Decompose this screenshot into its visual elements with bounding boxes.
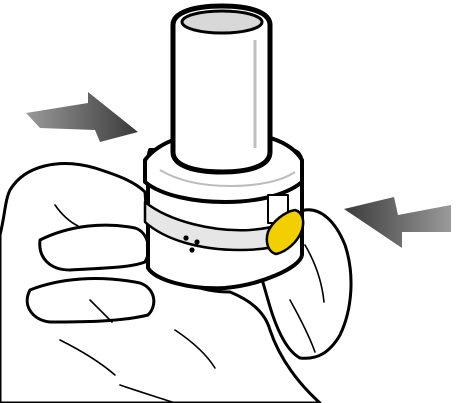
index-finger [40,225,149,270]
indicator-dot [183,235,188,240]
indicator-dot [189,247,194,252]
mouthpiece-opening [182,11,262,33]
inhaler [145,6,303,288]
arrow-left-icon [26,92,138,142]
arrow-right-icon [344,197,451,248]
indicator-dot [194,239,199,244]
